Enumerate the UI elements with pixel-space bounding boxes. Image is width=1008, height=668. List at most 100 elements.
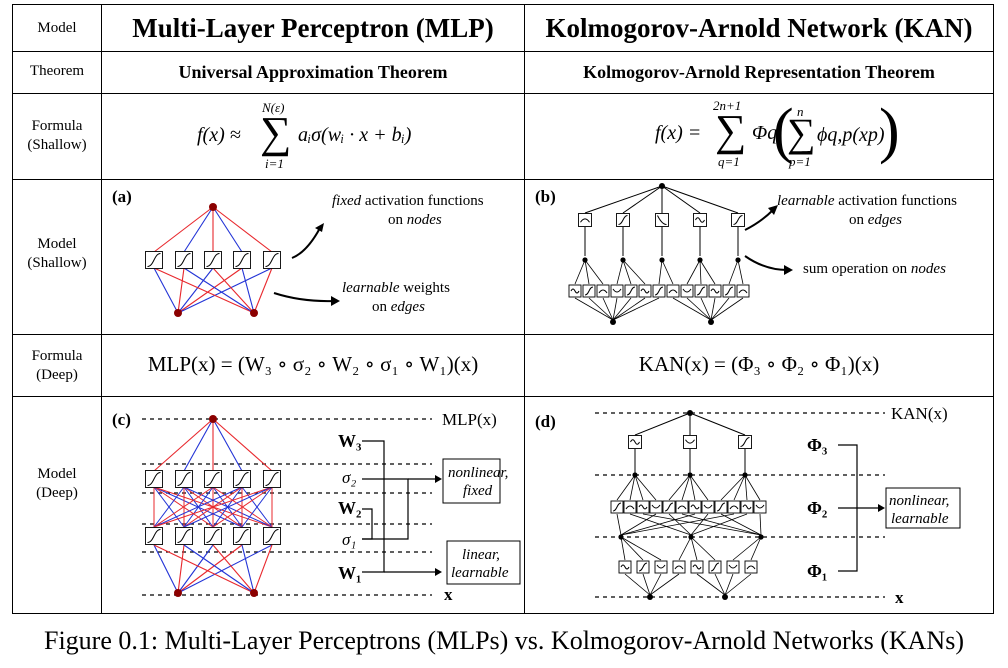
weight-edge [183,418,214,472]
edge [642,573,651,596]
edge [690,513,709,536]
row-label-model-shallow: Model (Shallow) [13,235,101,273]
input-node [610,319,616,325]
edge [616,474,636,501]
edge [620,536,644,561]
input-node [708,319,714,325]
activation-curve [620,564,630,570]
edge [733,474,746,501]
arrow-head-icon [784,265,793,275]
activation-curve [570,288,580,294]
activation-curve [206,472,220,486]
box-text: linear, [462,547,500,563]
kan-deep-diagram: (d) KAN(x) x Φ₃ Φ₂ Φ₁ nonlinear, learnab… [535,404,961,607]
activation-curve [177,253,191,267]
edge [622,259,632,285]
panel-label-c: (c) [112,410,131,429]
bracket-lines [362,440,440,573]
activation-curve [147,529,161,543]
activation-curve [638,504,648,510]
activation-curve [664,502,674,512]
right-paren-icon: ) [879,97,900,165]
edge [724,573,734,596]
edge [696,573,726,596]
kan-output-label: KAN(x) [891,404,948,423]
mlp-deep-diagram: (c) MLP(x) x W₃ σ₂ W₂ σ₁ W₁ nonlinear, f… [112,410,521,604]
edge [612,297,660,321]
activation-curve [598,289,608,294]
edge [686,297,712,321]
row-divider [12,93,994,94]
weight-edge [212,544,255,594]
activation-curve [206,529,220,543]
activation-curve [740,437,750,447]
weight-edge [153,267,255,314]
activation-boxes [145,415,281,597]
weight-edge [183,544,255,594]
activation-curve [746,565,756,570]
weight-edge [177,267,214,314]
column-divider [524,4,525,613]
edge [574,259,586,285]
edge [744,474,748,501]
column-divider [101,4,102,613]
activation-curve [640,288,650,294]
edge [668,513,692,536]
phi1-label: Φ₁ [807,561,827,581]
box-text: learnable [451,565,509,581]
edge [678,536,692,561]
kan-phi-outer: Φq [752,122,778,144]
edge [661,185,701,214]
arrow-icon [273,292,335,303]
learnable-weights-annotation: learnable weights [342,280,450,296]
table-border-right [993,4,994,613]
activation-curve [618,215,628,225]
weight-edge [177,544,243,594]
activation-box [753,500,767,514]
table-border-left [12,4,13,613]
arrow-head-icon [435,475,442,483]
arrow-icon [744,255,788,271]
weight-edge [177,267,243,314]
activation-curve [733,215,743,225]
panel-label-b: (b) [535,187,556,206]
activation-box [596,284,610,298]
sigma2-label: σ₂ [342,468,356,487]
edge [616,259,624,285]
activation-box [672,560,686,574]
edge [690,513,748,536]
edge [612,297,646,321]
weight-edge [212,206,273,253]
edge [629,513,692,536]
input-node [174,309,182,317]
edge [728,259,739,285]
weight-edge [177,267,185,314]
mlp-formula-deep: MLP(x) = (W₃ ∘ σ₂ ∘ W₂ ∘ σ₁ ∘ W₁)(x) [147,352,479,376]
activation-box [680,284,694,298]
activation-curve [724,286,734,296]
edge [681,474,691,501]
input-node [174,589,182,597]
activation-curve [695,217,705,223]
edge [668,474,691,501]
kan-input-label: x [895,588,904,607]
activation-box [736,284,750,298]
activation-curve [626,286,636,296]
kan-sum1-bottom: q=1 [718,154,740,169]
panel-label-d: (d) [535,412,556,431]
kan-shallow-diagram: (b) learnable activation functions on ed… [535,183,957,325]
arrow-head-icon [331,296,340,306]
mlp-formula-body: aᵢσ(wᵢ · x + bᵢ) [298,124,412,146]
kan-theorem: Kolmogorov-Arnold Representation Theorem [583,62,935,82]
activation-curve [612,502,622,512]
activation-curve [710,562,720,572]
edge [620,536,626,561]
mlp-formula-lhs: f(x) ≈ [197,124,241,146]
edge [574,297,614,321]
activation-curve [265,253,279,267]
kan-formula-shallow: f(x) = 2n+1 ∑ q=1 Φq ( n ∑ p=1 ϕq,p(xp) … [525,94,993,179]
linear-learnable-box [446,540,521,585]
activation-curve [682,288,692,293]
kan-sum2-top: n [797,104,804,119]
kan-deep-network [610,410,767,600]
